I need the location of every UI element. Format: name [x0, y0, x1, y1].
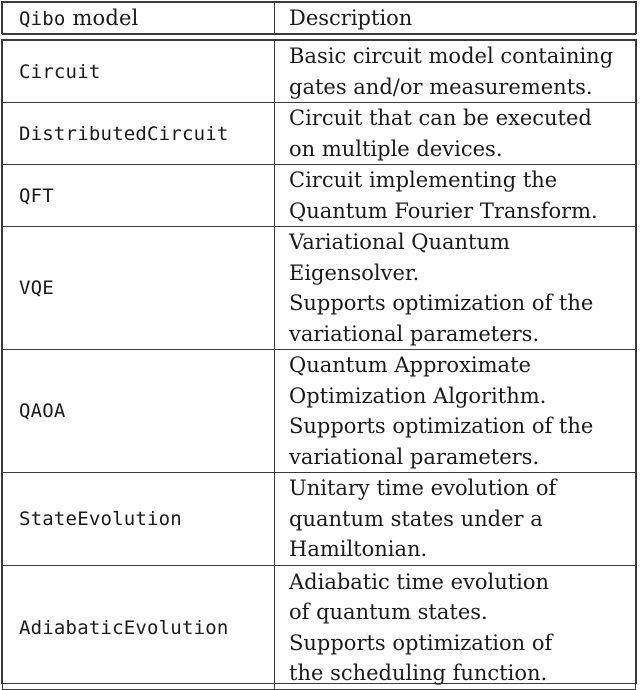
- description-line: Quantum Fourier Transform.: [289, 198, 598, 223]
- description-line: variational parameters.: [289, 444, 540, 469]
- description-line: Hamiltonian.: [289, 537, 428, 562]
- table-body: Circuit Basic circuit model containing g…: [1, 39, 637, 690]
- description-line: quantum states under a: [289, 506, 543, 531]
- model-name: StateEvolution: [2, 472, 275, 566]
- model-name: DistributedCircuit: [2, 102, 275, 165]
- table-row: AdiabaticEvolution Adiabatic time evolut…: [2, 565, 636, 690]
- description-line: Circuit that can be executed: [289, 106, 592, 130]
- table-row: DistributedCircuit Circuit that can be e…: [2, 102, 636, 165]
- header-description-cell: Description: [274, 2, 636, 35]
- description-line: Basic circuit model containing: [289, 44, 614, 68]
- description-line: Supports optimization of: [289, 630, 553, 655]
- model-description: Quantum Approximate Optimization Algorit…: [274, 349, 636, 473]
- model-name: AdiabaticEvolution: [2, 565, 275, 690]
- model-description: Circuit implementing the Quantum Fourier…: [274, 164, 636, 227]
- description-line: Supports optimization of the: [289, 291, 594, 315]
- header-model-label: model: [65, 6, 139, 31]
- model-name: QAOA: [2, 349, 275, 473]
- model-description: Adiabatic time evolution of quantum stat…: [274, 565, 636, 690]
- description-line: Circuit implementing the: [289, 168, 558, 192]
- description-line: the scheduling function.: [289, 661, 548, 685]
- model-description: Circuit that can be executed on multiple…: [274, 102, 636, 165]
- header-model-cell: Qibo model: [2, 2, 275, 35]
- table-row: StateEvolution Unitary time evolution of…: [2, 472, 636, 566]
- model-name: Circuit: [2, 40, 275, 103]
- table-row: QAOA Quantum Approximate Optimization Al…: [2, 349, 636, 473]
- description-line: variational parameters.: [289, 321, 540, 346]
- description-line: of quantum states.: [289, 600, 488, 624]
- model-description: Unitary time evolution of quantum states…: [274, 472, 636, 566]
- description-line: Optimization Algorithm.: [289, 383, 547, 408]
- description-line: Quantum Approximate: [289, 353, 531, 377]
- table-row: QFT Circuit implementing the Quantum Fou…: [2, 164, 636, 227]
- description-line: Eigensolver.: [289, 260, 420, 285]
- description-line: gates and/or measurements.: [289, 74, 593, 99]
- description-line: on multiple devices.: [289, 136, 503, 161]
- table-row: VQE Variational Quantum Eigensolver. Sup…: [2, 226, 636, 350]
- description-line: Supports optimization of the: [289, 414, 594, 438]
- description-line: Variational Quantum: [289, 230, 510, 254]
- description-line: Adiabatic time evolution: [289, 569, 550, 594]
- model-description: Basic circuit model containing gates and…: [274, 40, 636, 103]
- table-row: Circuit Basic circuit model containing g…: [2, 40, 636, 103]
- model-description: Variational Quantum Eigensolver. Support…: [274, 226, 636, 350]
- description-line: Unitary time evolution of: [289, 476, 557, 501]
- model-name: VQE: [2, 226, 275, 350]
- model-name: QFT: [2, 164, 275, 227]
- table-header: Qibo model Description: [1, 1, 637, 35]
- header-qibo-label: Qibo: [19, 8, 66, 31]
